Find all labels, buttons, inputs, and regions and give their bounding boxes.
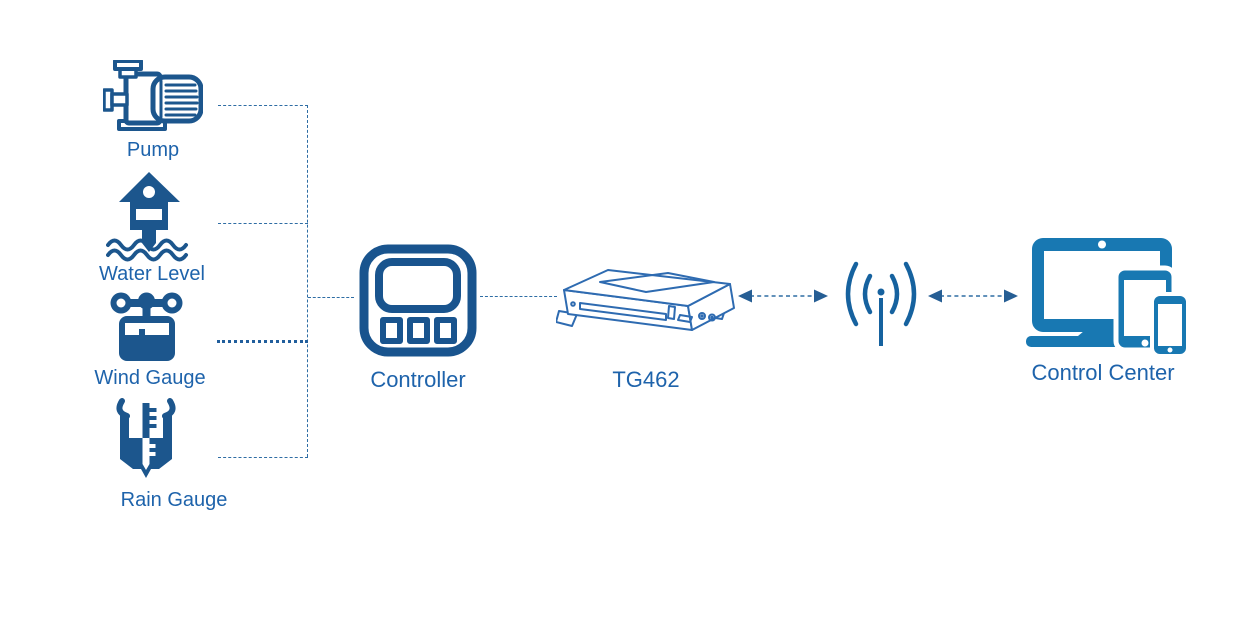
double-arrow-icon <box>738 289 828 303</box>
controller-icon <box>359 244 477 357</box>
gateway-device-icon <box>556 269 735 331</box>
arrow-antenna-control-center <box>927 289 1019 303</box>
double-arrow-icon <box>928 289 1018 303</box>
antenna-node <box>838 256 924 350</box>
gateway-label: TG462 <box>612 367 680 392</box>
connector-wind-gauge <box>217 340 308 343</box>
control-center-label: Control Center <box>1031 360 1175 385</box>
connector-controller-to-gateway <box>480 296 557 297</box>
control-center-devices-icon <box>1026 238 1188 358</box>
control-center-node <box>1026 236 1188 358</box>
water-level-label: Water Level <box>99 263 205 285</box>
rain-gauge-icon <box>116 398 176 478</box>
controller-label: Controller <box>370 367 466 392</box>
water-level-node <box>106 170 192 262</box>
connector-water-level <box>218 223 308 224</box>
smartphone-icon <box>1150 292 1188 358</box>
pump-label: Pump <box>126 139 180 161</box>
wireless-antenna-icon <box>845 261 917 346</box>
wind-gauge-node <box>108 291 186 363</box>
connector-bus-to-controller <box>308 297 354 298</box>
sensor-bus-line <box>307 105 308 457</box>
pump-node <box>103 60 203 136</box>
arrow-gateway-antenna <box>737 289 829 303</box>
wind-gauge-icon <box>110 292 183 361</box>
rain-gauge-node <box>114 398 178 484</box>
rain-gauge-label: Rain Gauge <box>120 489 228 511</box>
connector-rain-gauge <box>218 457 308 458</box>
water-level-icon <box>106 172 188 262</box>
controller-node <box>358 243 478 358</box>
pump-icon <box>103 60 203 131</box>
gateway-node <box>556 262 736 344</box>
wind-gauge-label: Wind Gauge <box>94 367 206 389</box>
connector-pump <box>218 105 308 106</box>
